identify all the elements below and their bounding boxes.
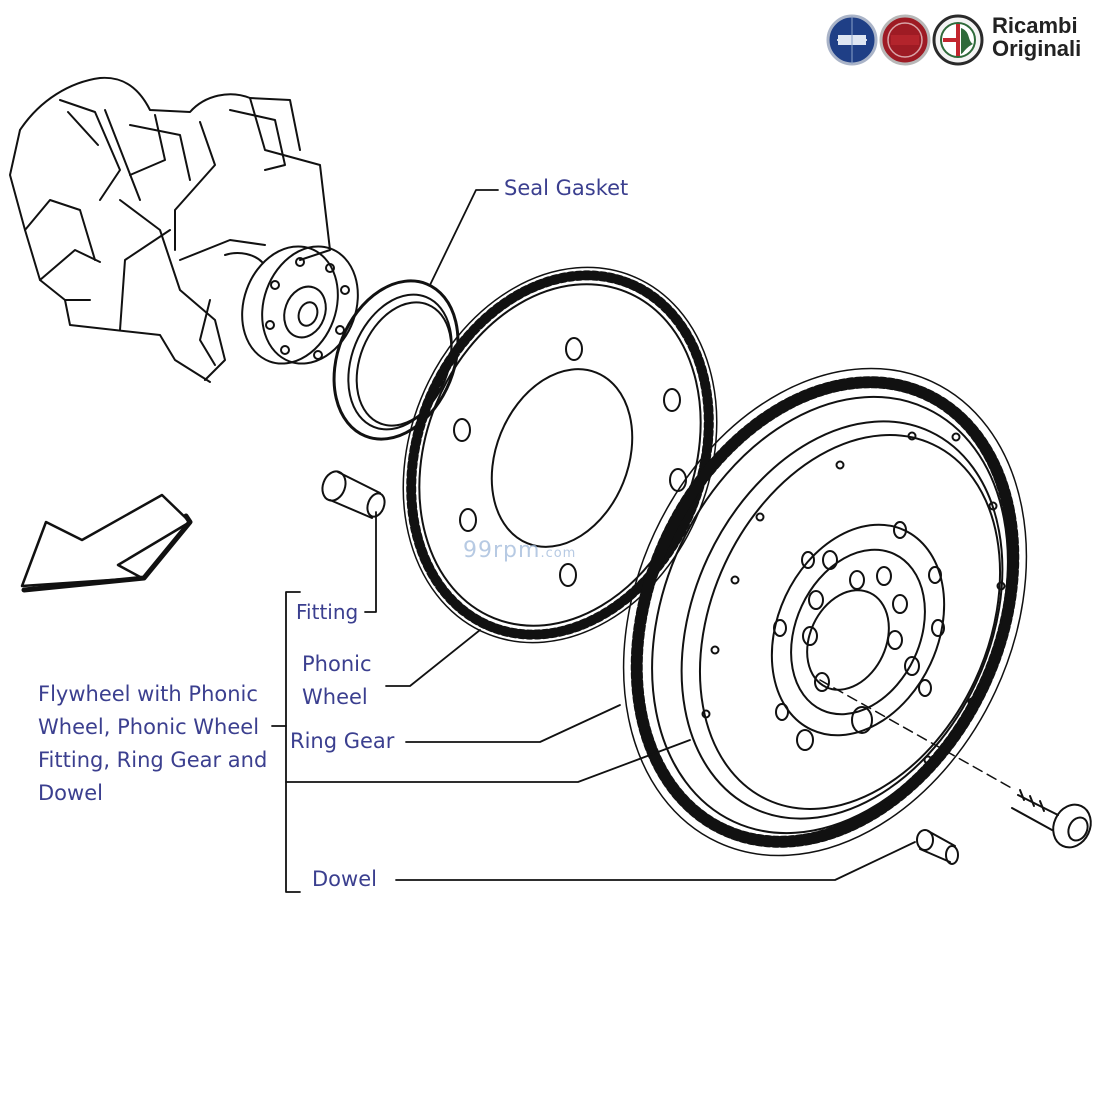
crankshaft-drawing xyxy=(9,76,359,383)
direction-arrow-icon xyxy=(20,493,193,593)
brand-logos xyxy=(826,14,984,66)
label-flywheel-assembly-line-4: Dowel xyxy=(38,781,103,805)
phonic-wheel-drawing xyxy=(402,266,718,644)
label-phonic-wheel-line-1: Phonic xyxy=(302,652,372,676)
watermark: 99rpm.com xyxy=(463,538,576,563)
dowel-drawing xyxy=(916,829,959,865)
watermark-main: 99rpm xyxy=(463,538,541,563)
label-flywheel-assembly-line-3: Fitting, Ring Gear and xyxy=(38,748,268,772)
fitting-pin-drawing xyxy=(321,470,386,519)
label-flywheel-assembly-line-1: Flywheel with Phonic xyxy=(38,682,258,706)
alfa-romeo-logo xyxy=(932,14,984,66)
seal-gasket-drawing xyxy=(332,279,460,441)
fiat-logo xyxy=(879,14,931,66)
leader-lines xyxy=(271,189,916,893)
bolt-drawing xyxy=(1011,789,1092,849)
lancia-logo xyxy=(826,14,878,66)
label-phonic-wheel-line-2: Wheel xyxy=(302,685,368,709)
label-flywheel-assembly-line-2: Wheel, Phonic Wheel xyxy=(38,715,260,739)
label-dowel: Dowel xyxy=(312,867,377,891)
flywheel-drawing xyxy=(622,367,1028,857)
label-fitting: Fitting xyxy=(296,600,359,624)
brand-line-1: Ricambi xyxy=(992,13,1078,38)
brand-line-2: Originali xyxy=(992,36,1082,61)
bolt-axis-line xyxy=(819,679,1016,791)
watermark-suffix: .com xyxy=(540,546,577,561)
label-seal-gasket: Seal Gasket xyxy=(504,176,629,200)
label-ring-gear: Ring Gear xyxy=(290,729,395,753)
brand-text: Ricambi Originali xyxy=(992,14,1081,60)
